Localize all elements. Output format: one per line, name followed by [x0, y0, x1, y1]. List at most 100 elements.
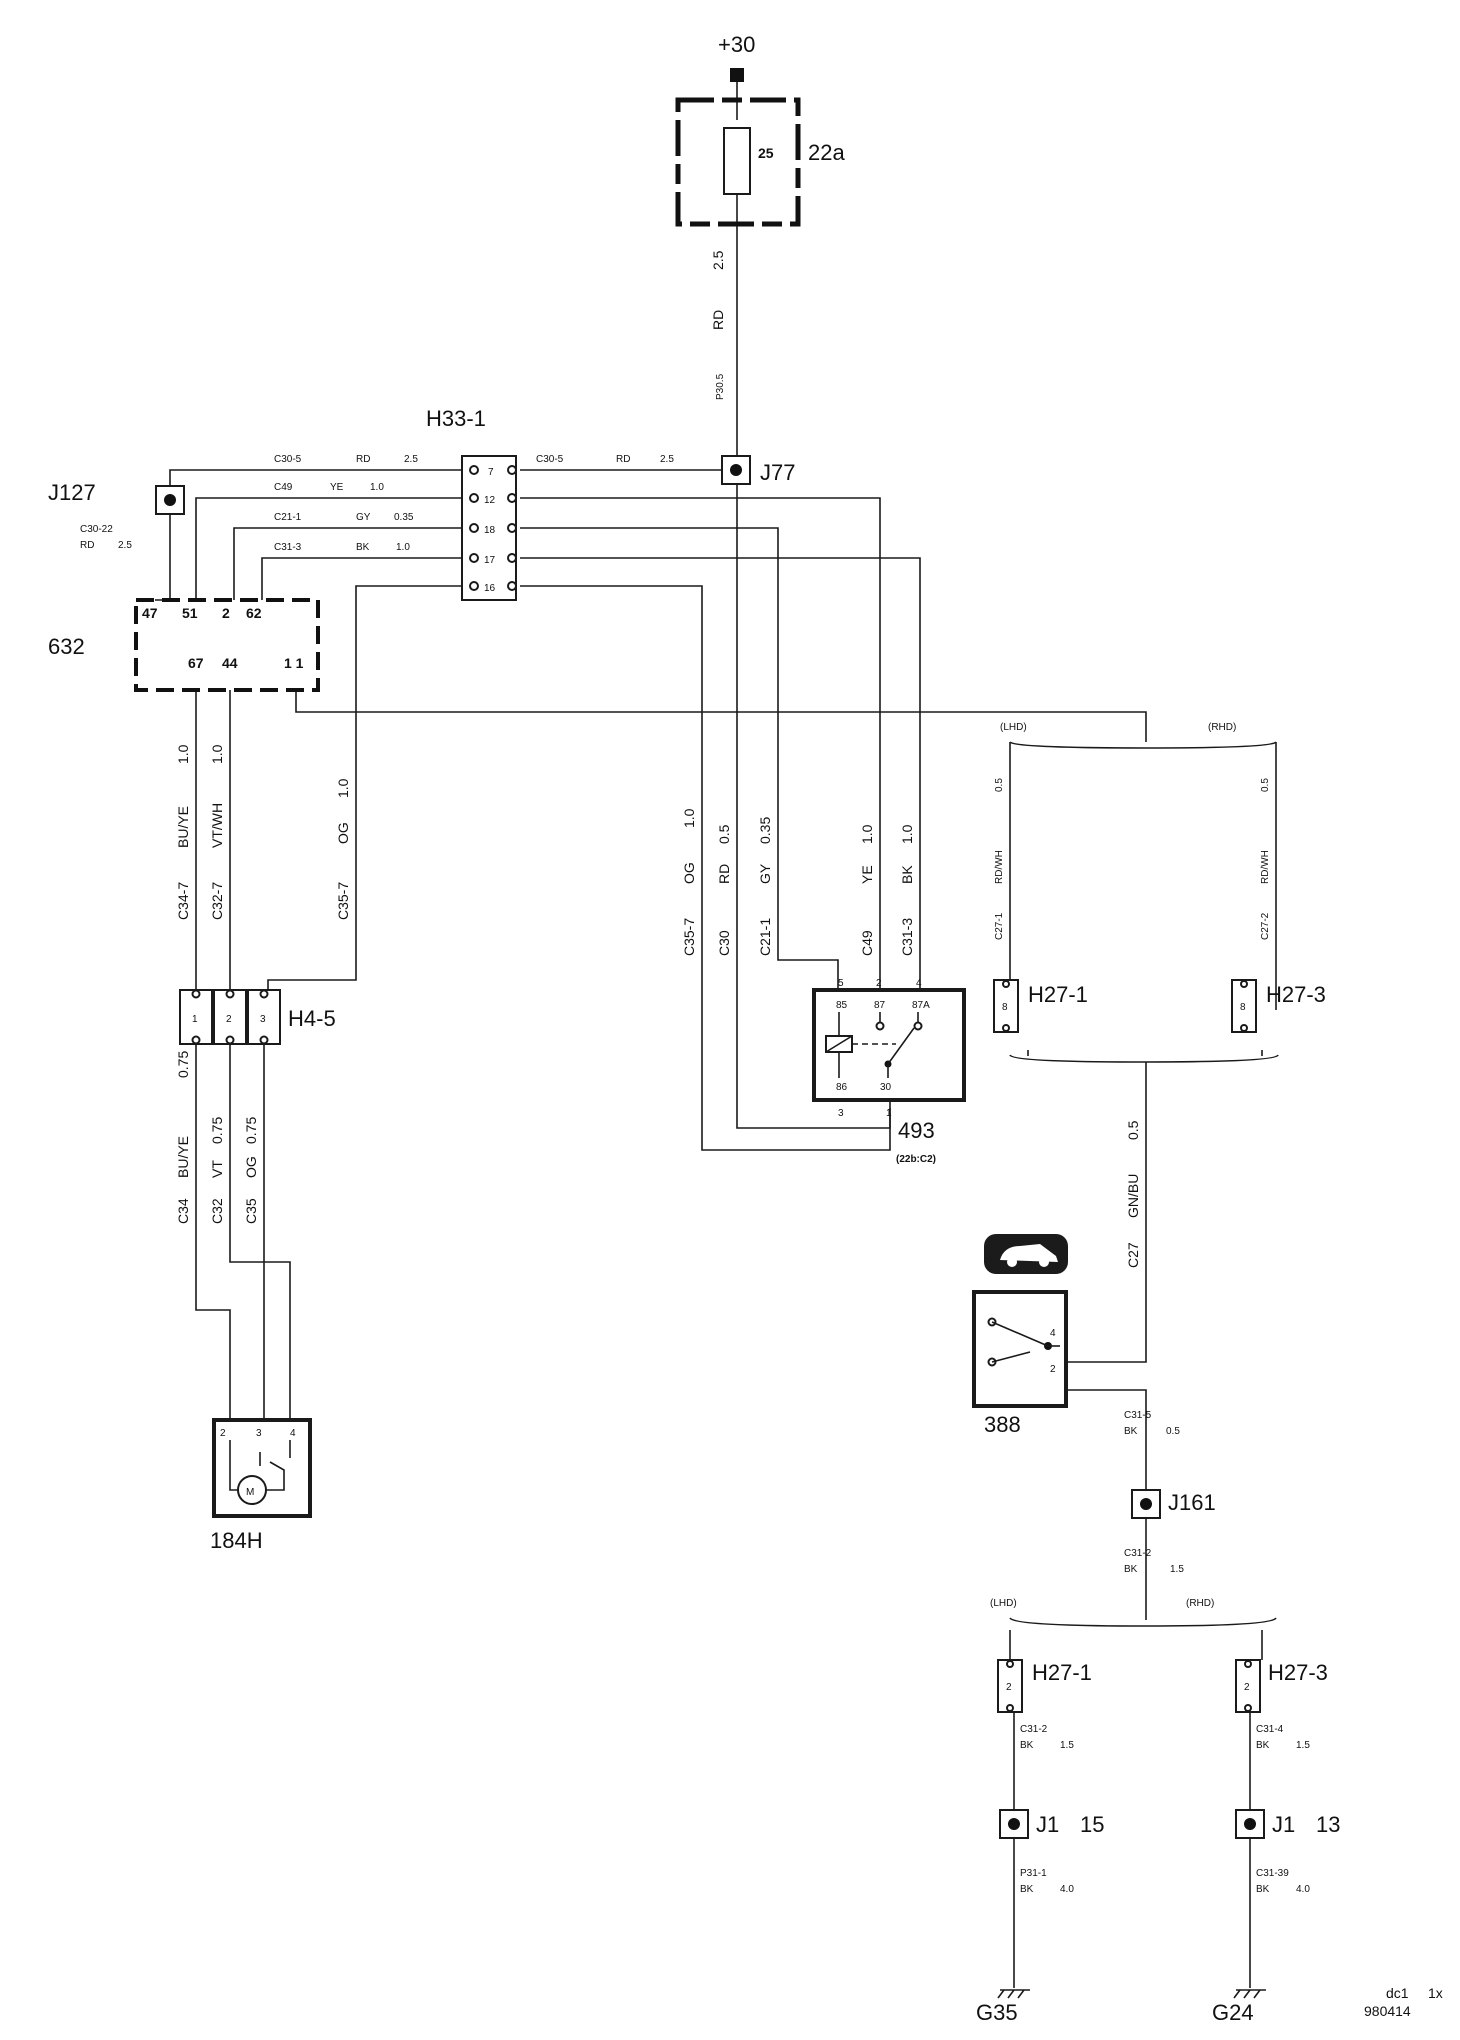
wires-upper-labels: C34-7 BU/YE 1.0 C32-7 VT/WH 1.0 C35-7 OG…	[175, 744, 351, 920]
svg-text:3: 3	[260, 1014, 266, 1025]
svg-text:(RHD): (RHD)	[1186, 1598, 1214, 1609]
svg-text:1.0: 1.0	[209, 744, 225, 764]
svg-text:C31-3: C31-3	[274, 542, 302, 553]
svg-text:85: 85	[836, 1000, 848, 1011]
svg-text:1.5: 1.5	[1296, 1740, 1310, 1751]
junction-j161: J161	[1131, 1489, 1216, 1519]
svg-text:1.0: 1.0	[859, 824, 875, 844]
svg-text:G35: G35	[976, 2000, 1018, 2025]
svg-text:2: 2	[1006, 1682, 1012, 1693]
svg-text:1.5: 1.5	[1170, 1564, 1184, 1575]
junction-j127: J127 C30-22 RD 2.5	[48, 480, 185, 551]
switch-388: 4 2 388	[972, 1234, 1068, 1437]
svg-text:P31-1: P31-1	[1020, 1868, 1047, 1879]
svg-text:3: 3	[256, 1428, 262, 1439]
svg-text:4.0: 4.0	[1060, 1884, 1074, 1895]
svg-text:0.5: 0.5	[1125, 1120, 1141, 1140]
svg-text:2.5: 2.5	[710, 250, 726, 270]
svg-text:2: 2	[1244, 1682, 1250, 1693]
svg-text:RD: RD	[716, 864, 732, 884]
svg-text:J1: J1	[1272, 1812, 1295, 1837]
motor-184h: 2 3 4 M 184H	[210, 1418, 312, 1553]
svg-text:86: 86	[836, 1082, 848, 1093]
svg-text:C31-2: C31-2	[1020, 1724, 1048, 1735]
svg-text:BU/YE: BU/YE	[175, 806, 191, 848]
svg-text:BK: BK	[1020, 1884, 1034, 1895]
svg-text:C34: C34	[175, 1198, 191, 1224]
svg-text:13: 13	[1316, 1812, 1340, 1837]
svg-text:62: 62	[246, 605, 262, 621]
relay-493: 5 2 4 3 1 85 87 87A 86 30 493 (22b:C2)	[812, 978, 966, 1165]
svg-text:BK: BK	[1124, 1564, 1138, 1575]
svg-text:2: 2	[222, 605, 230, 621]
svg-text:H27-3: H27-3	[1266, 982, 1326, 1007]
svg-text:dc1: dc1	[1386, 1985, 1409, 2001]
svg-text:388: 388	[984, 1412, 1021, 1437]
svg-text:493: 493	[898, 1118, 935, 1143]
svg-text:C30-22: C30-22	[80, 524, 113, 535]
svg-text:2: 2	[220, 1428, 226, 1439]
svg-text:1.0: 1.0	[175, 744, 191, 764]
svg-text:C49: C49	[859, 930, 875, 956]
connector-h27-1-lower: 2 H27-1	[997, 1659, 1092, 1713]
svg-text:0.35: 0.35	[757, 817, 773, 844]
footer-code: dc1 1x 980414	[1364, 1985, 1443, 2019]
svg-text:C32: C32	[209, 1198, 225, 1224]
c31-2-label: C31-2 BK 1.5	[1124, 1548, 1184, 1575]
svg-text:C27: C27	[1125, 1242, 1141, 1268]
svg-text:12: 12	[484, 495, 496, 506]
svg-text:H27-3: H27-3	[1268, 1660, 1328, 1685]
svg-text:0.35: 0.35	[394, 512, 414, 523]
svg-text:C31-4: C31-4	[1256, 1724, 1284, 1735]
svg-text:GN/BU: GN/BU	[1125, 1174, 1141, 1218]
svg-text:C32-7: C32-7	[209, 882, 225, 920]
svg-text:C30-5: C30-5	[536, 454, 564, 465]
svg-text:15: 15	[1080, 1812, 1104, 1837]
connector-h27-3-upper: 8 H27-3	[1231, 979, 1326, 1033]
svg-text:VT: VT	[209, 1160, 225, 1178]
svg-text:OG: OG	[681, 862, 697, 884]
svg-text:67: 67	[188, 655, 204, 671]
svg-text:BU/YE: BU/YE	[175, 1136, 191, 1178]
svg-text:0.75: 0.75	[175, 1051, 191, 1078]
connector-h33-1: H33-1 7 12 18 17 16 C30-5 RD 2.5 C49 YE …	[274, 406, 674, 601]
svg-text:GY: GY	[356, 512, 371, 523]
svg-text:C27-1: C27-1	[994, 912, 1005, 940]
svg-text:184H: 184H	[210, 1528, 263, 1553]
svg-text:J127: J127	[48, 480, 96, 505]
svg-text:87A: 87A	[912, 1000, 930, 1011]
svg-text:C31-39: C31-39	[1256, 1868, 1289, 1879]
svg-text:1.0: 1.0	[899, 824, 915, 844]
svg-text:0.75: 0.75	[243, 1117, 259, 1144]
relay-wire-labels: C35-7 OG 1.0 C30 RD 0.5 C21-1 GY 0.35 C4…	[681, 808, 915, 956]
wires-lower-labels: C34 BU/YE 0.75 C32 VT 0.75 C35 OG 0.75	[175, 1051, 259, 1224]
junction-j77: J77	[721, 455, 795, 485]
svg-text:H4-5: H4-5	[288, 1006, 336, 1031]
svg-text:2: 2	[876, 978, 882, 989]
ground-g24-icon: G24	[1212, 1989, 1266, 2025]
svg-text:16: 16	[484, 583, 496, 594]
svg-text:0.5: 0.5	[1166, 1426, 1180, 1437]
upper-branch: (LHD) (RHD) C27-1 RD/WH 0.5 C27-2 RD/WH …	[993, 722, 1326, 1268]
svg-text:BK: BK	[1256, 1884, 1270, 1895]
svg-text:17: 17	[484, 555, 496, 566]
svg-text:25: 25	[758, 145, 774, 161]
svg-text:BK: BK	[356, 542, 370, 553]
svg-text:2: 2	[226, 1014, 232, 1025]
svg-text:47: 47	[142, 605, 158, 621]
svg-text:4.0: 4.0	[1296, 1884, 1310, 1895]
svg-text:2.5: 2.5	[404, 454, 418, 465]
svg-text:1 1: 1 1	[284, 655, 304, 671]
supply-label: +30	[718, 32, 755, 57]
svg-text:C30: C30	[716, 930, 732, 956]
svg-text:RD: RD	[616, 454, 630, 465]
svg-text:C21-1: C21-1	[274, 512, 302, 523]
connector-h27-3-lower: 2 H27-3	[1235, 1659, 1328, 1713]
svg-text:OG: OG	[243, 1156, 259, 1178]
svg-text:J161: J161	[1168, 1490, 1216, 1515]
svg-text:M: M	[246, 1487, 254, 1498]
svg-text:2.5: 2.5	[660, 454, 674, 465]
svg-text:1.0: 1.0	[335, 778, 351, 798]
connector-h27-1-upper: 8 H27-1	[993, 979, 1088, 1033]
